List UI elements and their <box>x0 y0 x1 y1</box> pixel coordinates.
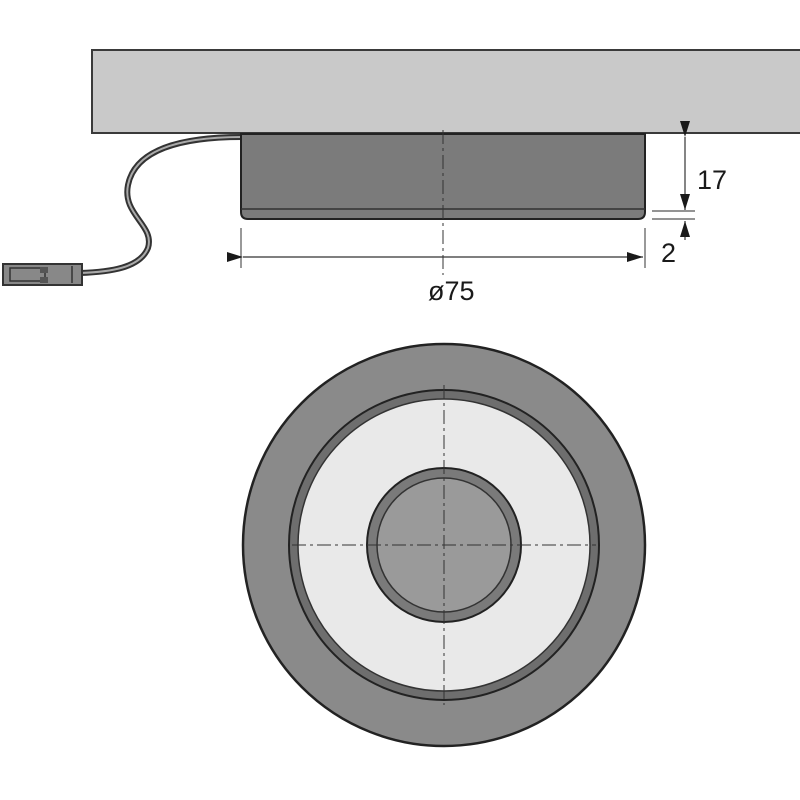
diameter-dimension: ø75 <box>227 228 646 306</box>
offset-label: 2 <box>661 238 676 268</box>
diameter-label: ø75 <box>428 276 475 306</box>
height-label: 17 <box>697 165 727 195</box>
cable <box>79 134 243 276</box>
light-side-view <box>240 130 646 275</box>
shelf-panel <box>91 49 800 134</box>
connector-plug <box>2 263 83 286</box>
light-top-view <box>241 342 647 748</box>
height-dimension: 17 2 <box>652 121 727 268</box>
